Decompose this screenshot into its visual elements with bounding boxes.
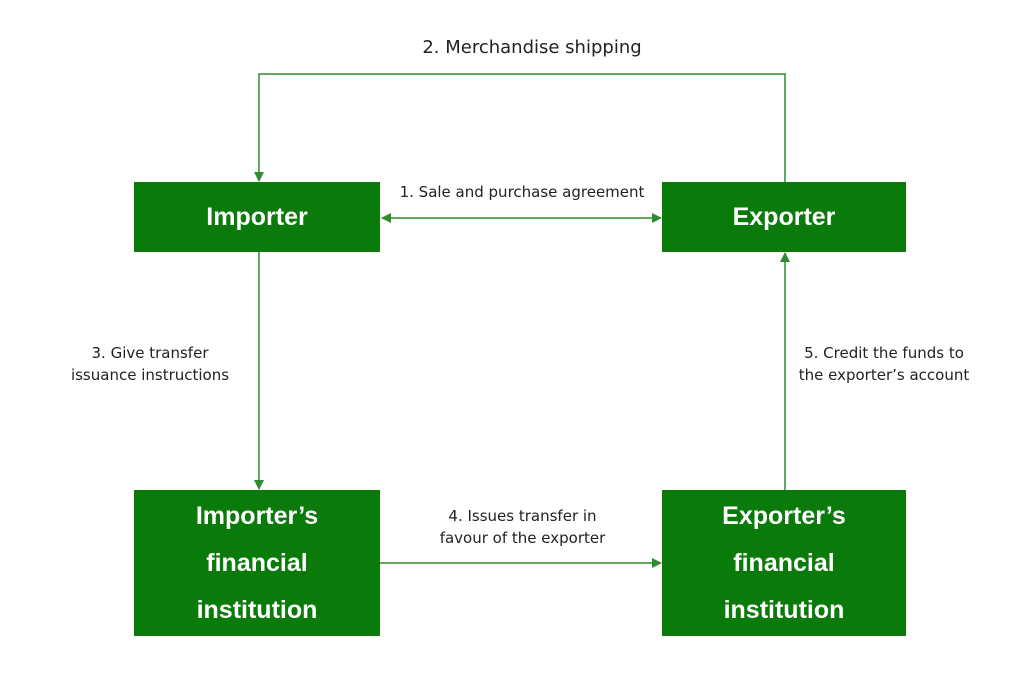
- step-5-label: 5. Credit the funds to the exporter’s ac…: [784, 342, 984, 386]
- importer-fi-line-3: institution: [196, 595, 318, 624]
- arrow-merchandise-shipping: [254, 73, 786, 182]
- exporter-fi-line-1: Exporter’s: [722, 501, 846, 530]
- exporter-fi-line-3: institution: [723, 595, 845, 624]
- step-1-label: 1. Sale and purchase agreement: [399, 183, 645, 201]
- importer-fi-line-1: Importer’s: [195, 501, 319, 530]
- step-3-line-2: issuance instructions: [70, 366, 230, 384]
- importer-label: Importer: [206, 202, 308, 231]
- step-5-line-1: 5. Credit the funds to: [804, 344, 964, 362]
- exporter-fi-line-2: financial: [733, 548, 835, 577]
- step-4-label: 4. Issues transfer in favour of the expo…: [400, 505, 645, 549]
- exporter-label: Exporter: [732, 202, 836, 231]
- step-5-line-2: the exporter’s account: [798, 366, 970, 384]
- step-3-label: 3. Give transfer issuance instructions: [50, 342, 250, 386]
- step-4-line-1: 4. Issues transfer in: [448, 507, 597, 525]
- importer-box: Importer: [134, 182, 380, 252]
- step-3-line-1: 3. Give transfer: [91, 344, 209, 362]
- step-4-line-2: favour of the exporter: [439, 529, 606, 547]
- exporter-box: Exporter: [662, 182, 906, 252]
- importer-fi-line-2: financial: [206, 548, 308, 577]
- exporter-financial-institution-box: Exporter’s financial institution: [662, 490, 906, 636]
- step-2-label: 2. Merchandise shipping: [422, 37, 642, 58]
- importer-financial-institution-box: Importer’s financial institution: [134, 490, 380, 636]
